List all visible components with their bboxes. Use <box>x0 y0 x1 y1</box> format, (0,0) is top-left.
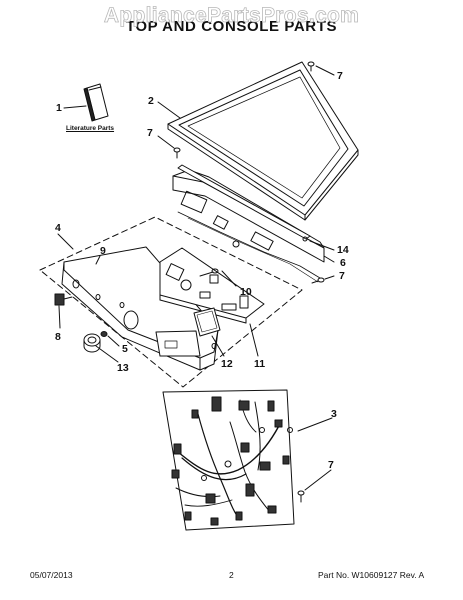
screw-console-right <box>311 277 325 284</box>
callout-5: 5 <box>122 343 128 355</box>
leader-4 <box>57 233 74 250</box>
knob-stem-drawing <box>54 293 73 306</box>
leader-11 <box>249 323 259 357</box>
leader-12 <box>211 335 225 357</box>
callout-13: 13 <box>117 362 129 374</box>
callout-7-left: 7 <box>147 127 153 139</box>
screw-harness <box>297 490 305 503</box>
leader-8 <box>58 305 61 329</box>
knob-drawing <box>83 333 101 353</box>
leader-13 <box>95 345 119 363</box>
footer-page-number: 2 <box>229 570 234 580</box>
callout-3: 3 <box>331 408 337 420</box>
leader-1 <box>63 105 87 109</box>
callout-6: 6 <box>340 257 346 269</box>
leader-7d <box>304 469 332 491</box>
page-title: TOP AND CONSOLE PARTS <box>125 18 338 35</box>
callout-12: 12 <box>221 358 233 370</box>
callout-4: 4 <box>55 222 61 234</box>
literature-parts-label: Literature Parts <box>66 125 115 132</box>
callout-2: 2 <box>148 95 154 107</box>
console-assembly-outline <box>39 216 303 388</box>
footer-part-number: Part No. W10609127 Rev. A <box>318 570 425 580</box>
console-panel-drawing <box>61 246 219 371</box>
callout-14: 14 <box>337 244 349 256</box>
watermark: AppliancePartsPros.com <box>103 4 360 28</box>
top-panel-drawing <box>167 61 359 221</box>
leader-9 <box>95 255 101 265</box>
callout-9: 9 <box>100 245 106 257</box>
leader-14 <box>309 240 335 251</box>
footer-date: 05/07/2013 <box>30 570 73 580</box>
wire-harness-drawing <box>162 389 295 531</box>
callout-1: 1 <box>56 102 62 114</box>
callout-7-console: 7 <box>339 270 345 282</box>
callout-11: 11 <box>254 358 266 370</box>
leader-7a <box>315 65 335 76</box>
display-window-drawing <box>193 307 221 337</box>
leader-6 <box>323 255 335 263</box>
leader-10 <box>221 270 237 287</box>
leader-7c <box>324 275 335 280</box>
leader-5 <box>107 335 120 347</box>
leader-3 <box>297 417 333 432</box>
leader-7b <box>157 135 175 149</box>
callout-7-harness: 7 <box>328 459 334 471</box>
leader-2 <box>157 101 181 119</box>
callout-10: 10 <box>240 286 252 298</box>
trim-strip-drawing <box>177 164 311 242</box>
board-screw-drawing <box>199 268 219 277</box>
literature-book-drawing <box>83 83 109 122</box>
screw-top-left <box>173 147 181 159</box>
callout-8: 8 <box>55 331 61 343</box>
encoder-drawing <box>100 331 108 337</box>
callout-7-top: 7 <box>337 70 343 82</box>
screw-top-right <box>307 61 315 72</box>
